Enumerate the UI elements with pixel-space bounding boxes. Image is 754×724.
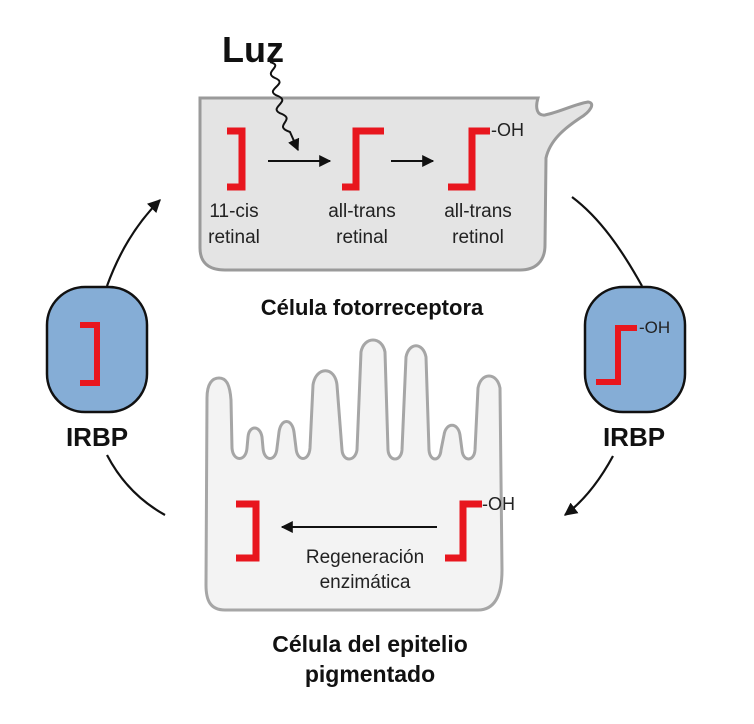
all-trans-retinal-icon — [342, 127, 384, 191]
irbp-right-label: IRBP — [603, 422, 665, 452]
irbp-right-retinol-icon — [596, 325, 637, 385]
irbp-to-photoreceptor-arrow — [105, 199, 161, 287]
rpe-hydroxyl-label: -OH — [482, 494, 515, 514]
rpe-to-irbp-arc — [106, 454, 166, 516]
all-trans-retinol-icon — [448, 127, 490, 191]
molecule-2-line2: retinal — [336, 227, 388, 248]
irbp-to-rpe-arrow — [563, 455, 614, 516]
process-line2: enzimática — [320, 572, 411, 593]
rpe-membrane-outline — [204, 338, 504, 612]
molecule-1-line1: 11-cis — [209, 201, 258, 222]
irbp-left-11-cis-icon — [80, 322, 100, 386]
light-label: Luz — [222, 29, 284, 70]
irbp-left-label: IRBP — [66, 422, 128, 452]
rpe-11-cis-retinal-icon — [236, 500, 260, 562]
hydroxyl-label: -OH — [491, 120, 524, 140]
irbp-right-protein — [583, 285, 687, 414]
photoreceptor-label: Célula fotorreceptora — [261, 295, 484, 320]
rpe-cell: -OH Regeneración enzimática — [204, 338, 515, 612]
11-cis-retinal-icon — [227, 127, 246, 191]
irbp-right: -OH IRBP — [583, 285, 687, 452]
molecule-1-line2: retinal — [208, 227, 260, 248]
irbp-right-hydroxyl: -OH — [639, 318, 670, 337]
rpe-label-line2: pigmentado — [305, 661, 435, 687]
molecule-2-line1: all-trans — [328, 201, 396, 222]
process-line1: Regeneración — [306, 547, 424, 568]
rpe-label-line1: Célula del epitelio — [272, 631, 468, 657]
photoreceptor-to-irbp-arc — [571, 196, 643, 287]
light-wave-icon — [269, 61, 300, 152]
photoreceptor-cell: -OH 11-cis retinal all-trans retinal all… — [198, 61, 594, 272]
molecule-3-line2: retinol — [452, 227, 504, 248]
irbp-left: IRBP — [45, 285, 149, 452]
molecule-3-line1: all-trans — [444, 201, 512, 222]
rpe-all-trans-retinol-icon — [445, 500, 482, 562]
